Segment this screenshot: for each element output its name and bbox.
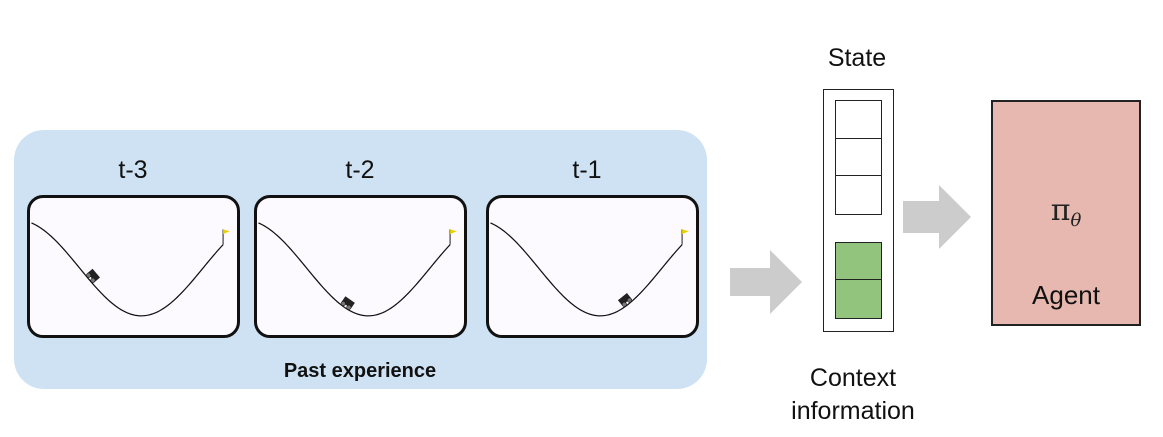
frame-label-t-2: t-2 — [345, 156, 375, 184]
state-vector — [823, 89, 894, 332]
goal-flag-icon — [222, 229, 230, 245]
policy-theta: θ — [1070, 210, 1082, 231]
mountain-car-scene — [258, 222, 457, 317]
policy-pi: π — [1050, 193, 1071, 228]
observation-cell — [835, 138, 882, 177]
frame-label-t-1: t-1 — [572, 156, 602, 184]
frame-t-1 — [486, 195, 699, 338]
observation-cell — [835, 100, 882, 140]
frame-label-t-3: t-3 — [118, 156, 148, 184]
mountain-car-scene — [490, 222, 689, 317]
agent-label: Agent — [1032, 280, 1100, 310]
frame-t-2 — [254, 195, 467, 338]
observation-cell — [835, 175, 882, 215]
mountain-car-icon — [340, 296, 355, 310]
goal-flag-icon — [449, 229, 457, 245]
context-caption-line2: information — [791, 396, 915, 425]
policy-symbol: πθ — [1016, 193, 1116, 231]
arrow-right-icon — [903, 185, 971, 249]
context-cell — [835, 279, 882, 319]
hill-curve — [258, 222, 451, 317]
hill-curve — [490, 222, 683, 317]
context-caption: Context information — [743, 362, 963, 427]
context-caption-line1: Context — [809, 364, 897, 392]
frame-t-3 — [27, 195, 240, 338]
past-experience-caption: Past experience — [283, 360, 437, 382]
mountain-car-scene — [31, 222, 230, 317]
hill-curve — [31, 222, 224, 317]
agent-box — [991, 100, 1141, 326]
goal-flag-icon — [681, 229, 689, 245]
state-title: State — [827, 44, 887, 72]
mountain-car-icon — [86, 268, 100, 283]
context-cell — [835, 242, 882, 281]
arrow-right-icon — [730, 250, 802, 314]
mountain-car-icon — [617, 293, 633, 307]
